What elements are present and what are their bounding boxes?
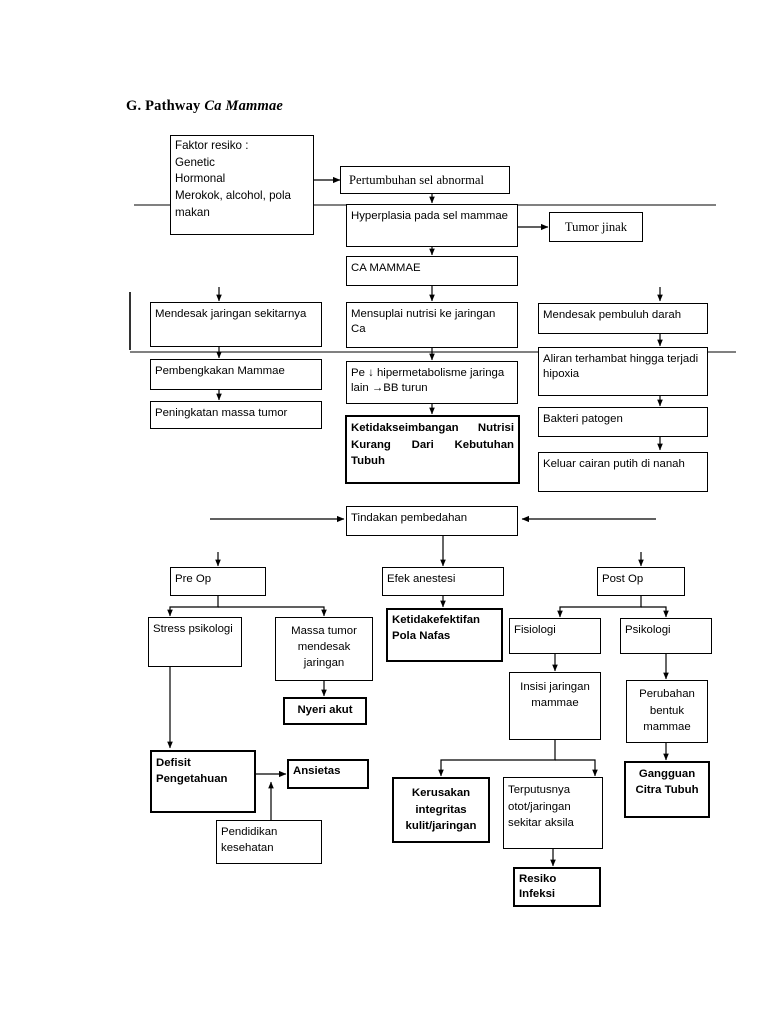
node-defisit-pengetahuan[interactable]: Defisit Pengetahuan (150, 750, 256, 813)
node-mensuplai-nutrisi[interactable]: Mensuplai nutrisi ke jaringan Ca (346, 302, 518, 348)
node-kerusakan-integritas[interactable]: Kerusakan integritas kulit/jaringan (392, 777, 490, 843)
page-title-prefix: G. Pathway (126, 98, 205, 114)
node-pertumbuhan-sel-abnormal[interactable]: Pertumbuhan sel abnormal (340, 166, 510, 194)
node-faktor-resiko[interactable]: Faktor resiko : Genetic Hormonal Merokok… (170, 135, 314, 235)
node-tindakan-pembedahan[interactable]: Tindakan pembedahan (346, 506, 518, 536)
node-aliran-terhambat[interactable]: Aliran terhambat hingga terjadi hipoxia (538, 347, 708, 396)
node-insisi-jaringan-mammae[interactable]: Insisi jaringan mammae (509, 672, 601, 740)
node-pendidikan-kesehatan[interactable]: Pendidikan kesehatan (216, 820, 322, 864)
node-stress-psikologi[interactable]: Stress psikologi (148, 617, 242, 667)
node-hipermetabolisme[interactable]: Pe ↓ hipermetabolisme jaringa lain →BB t… (346, 361, 518, 404)
node-hyperplasia[interactable]: Hyperplasia pada sel mammae (346, 204, 518, 247)
node-mendesak-pembuluh-darah[interactable]: Mendesak pembuluh darah (538, 303, 708, 334)
node-mendesak-jaringan-sekitarnya[interactable]: Mendesak jaringan sekitarnya (150, 302, 322, 347)
node-ketidakseimbangan-nutrisi[interactable]: Ketidakseimbangan Nutrisi Kurang Dari Ke… (345, 415, 520, 484)
node-terputusnya-otot[interactable]: Terputusnya otot/jaringan sekitar aksila (503, 777, 603, 849)
node-ketidakefektifan-pola-nafas[interactable]: Ketidakefektifan Pola Nafas (386, 608, 503, 662)
node-peningkatan-massa-tumor[interactable]: Peningkatan massa tumor (150, 401, 322, 429)
node-psikologi[interactable]: Psikologi (620, 618, 712, 654)
node-perubahan-bentuk-mammae[interactable]: Perubahan bentuk mammae (626, 680, 708, 743)
node-massa-tumor-mendesak[interactable]: Massa tumor mendesak jaringan (275, 617, 373, 681)
node-ansietas[interactable]: Ansietas (287, 759, 369, 789)
node-post-op[interactable]: Post Op (597, 567, 685, 596)
node-nyeri-akut[interactable]: Nyeri akut (283, 697, 367, 725)
page-title: G. Pathway Ca Mammae (126, 98, 283, 115)
node-ca-mammae[interactable]: CA MAMMAE (346, 256, 518, 286)
node-pembengkakan-mammae[interactable]: Pembengkakan Mammae (150, 359, 322, 390)
node-efek-anestesi[interactable]: Efek anestesi (382, 567, 504, 596)
node-fisiologi[interactable]: Fisiologi (509, 618, 601, 654)
node-tumor-jinak[interactable]: Tumor jinak (549, 212, 643, 242)
node-keluar-cairan[interactable]: Keluar cairan putih di nanah (538, 452, 708, 492)
node-bakteri-patogen[interactable]: Bakteri patogen (538, 407, 708, 437)
page-title-italic: Ca Mammae (204, 98, 284, 114)
node-resiko-infeksi[interactable]: Resiko Infeksi (513, 867, 601, 907)
node-gangguan-citra-tubuh[interactable]: Gangguan Citra Tubuh (624, 761, 710, 818)
node-pre-op[interactable]: Pre Op (170, 567, 266, 596)
